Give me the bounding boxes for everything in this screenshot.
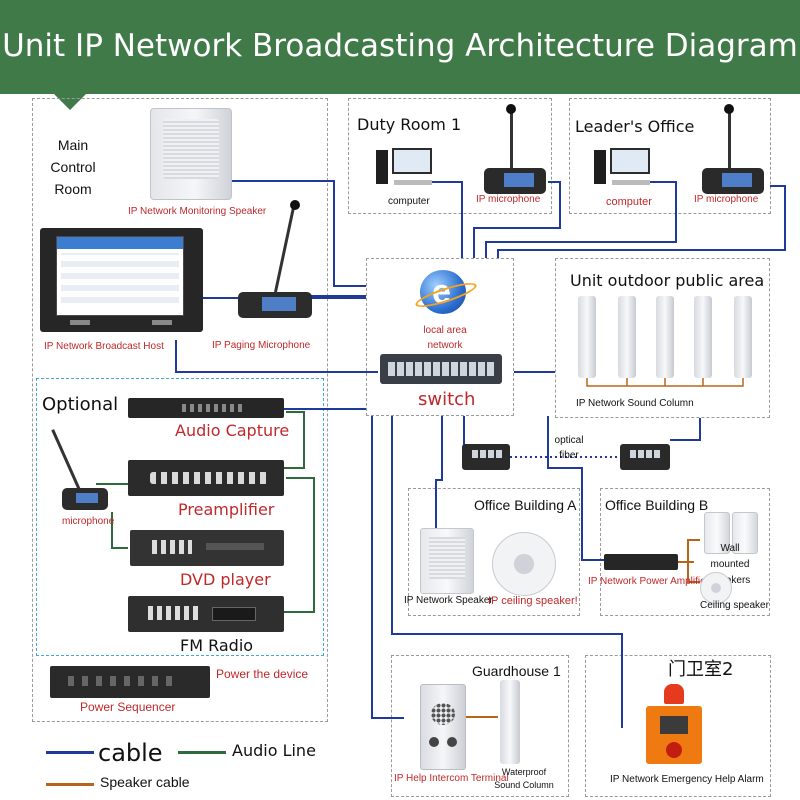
internet-globe-icon: e <box>413 268 479 316</box>
area-label-optional: Optional <box>42 394 119 415</box>
audio-line-capture <box>284 411 305 469</box>
legend-audio-line-swatch <box>178 751 226 754</box>
cable-host-switch <box>175 340 378 373</box>
cable-leader-computer <box>485 181 677 258</box>
microphone-icon <box>51 424 110 512</box>
sound-column-2 <box>618 296 636 378</box>
duty-computer-label: computer <box>388 196 430 207</box>
area-label-outdoor: Unit outdoor public area <box>570 271 765 290</box>
leader-computer-label: computer <box>606 196 652 208</box>
wall-speaker-2-icon <box>732 512 758 554</box>
cable-fiber-right <box>670 418 701 441</box>
cable-guardhouse2 <box>391 416 623 728</box>
ceiling-speaker-b-icon <box>700 572 732 604</box>
cable-monitor-speaker <box>230 180 366 287</box>
area-label-guardhouse2: 门卫室2 <box>668 659 734 680</box>
emergency-alarm-label: IP Network Emergency Help Alarm <box>610 774 764 785</box>
network-switch-icon <box>380 354 502 384</box>
optical-fiber-label: optical fiber <box>554 435 584 461</box>
legend-cable-label: cable <box>98 739 163 767</box>
leader-computer-icon <box>594 148 654 188</box>
dvd-player-label: DVD player <box>180 570 271 589</box>
page-title: Unit IP Network Broadcasting Architectur… <box>2 28 798 64</box>
cable-leader-ipmic <box>497 185 786 258</box>
area-office-a <box>408 488 580 616</box>
duty-ipmic-icon <box>484 104 548 194</box>
broadcast-host-icon <box>40 228 203 332</box>
sound-column-label: IP Network Sound Column <box>576 398 694 409</box>
wall-speaker-1-icon <box>704 512 730 554</box>
cable-duty-ipmic <box>473 181 561 258</box>
legend-speaker-cable-label: Speaker cable <box>100 774 190 790</box>
power-device-label: Power the device <box>216 667 309 681</box>
area-guardhouse2 <box>585 655 771 797</box>
sound-column-3 <box>656 296 674 378</box>
power-sequencer-icon <box>50 666 210 698</box>
switch-label: switch <box>418 389 476 410</box>
lan-label: local area network <box>423 325 467 351</box>
sound-column-1 <box>578 296 596 378</box>
ip-speaker-icon <box>420 528 474 594</box>
area-label-main-control: Main Control Room <box>50 137 96 197</box>
area-network-core <box>366 258 514 416</box>
duty-ipmic-label: IP microphone <box>476 194 541 205</box>
area-leaders-office <box>569 98 771 214</box>
dvd-player-icon <box>130 530 284 566</box>
area-label-guardhouse1: Guardhouse 1 <box>472 663 561 679</box>
fm-radio-icon <box>128 596 284 632</box>
power-amp-label: IP Network Power Amplifier <box>588 576 709 587</box>
monitor-speaker-label: IP Network Monitoring Speaker <box>128 206 267 217</box>
audio-line-preamp <box>284 477 315 613</box>
fiber-transceiver-left-icon <box>462 444 510 470</box>
audio-capture-label: Audio Capture <box>175 421 290 440</box>
power-amplifier-icon <box>604 554 678 570</box>
broadcast-host-label: IP Network Broadcast Host <box>44 341 164 352</box>
ceiling-speaker-b-label: Ceiling speaker <box>700 600 769 611</box>
leader-ipmic-label: IP microphone <box>694 194 759 205</box>
fiber-transceiver-right-icon <box>620 444 670 470</box>
paging-microphone-icon <box>234 196 316 322</box>
audio-line-dvd <box>111 512 128 549</box>
monitoring-speaker-icon <box>150 108 232 200</box>
intercom-label: IP Help Intercom Terminal <box>394 773 509 784</box>
legend-audio-line-label: Audio Line <box>232 741 316 760</box>
audio-capture-icon <box>128 398 284 418</box>
sound-column-4 <box>694 296 712 378</box>
area-outdoor <box>555 258 770 418</box>
ceiling-speaker-a-label: IP ceiling speaker! <box>488 595 578 607</box>
area-label-office-b: Office Building B <box>605 497 709 513</box>
cable-duty-computer <box>424 181 463 258</box>
area-label-office-a: Office Building A <box>474 497 577 513</box>
waterproof-label: Waterproof Sound Column <box>494 767 554 790</box>
leader-ipmic-icon <box>702 104 766 194</box>
cable-guardhouse1 <box>371 416 404 719</box>
legend-cable-swatch <box>46 751 94 754</box>
duty-computer-icon <box>376 148 436 188</box>
legend-speaker-cable-swatch <box>46 783 94 786</box>
ceiling-speaker-a-icon <box>492 532 556 596</box>
area-guardhouse1 <box>391 655 569 797</box>
preamplifier-label: Preamplifier <box>178 500 275 519</box>
title-banner: Unit IP Network Broadcasting Architectur… <box>0 0 800 94</box>
paging-mic-label: IP Paging Microphone <box>212 340 311 351</box>
area-optional <box>36 378 324 656</box>
ip-speaker-label: IP Network Speaker <box>404 595 493 606</box>
cable-office-b <box>547 416 604 561</box>
area-duty-room <box>348 98 552 214</box>
fm-radio-label: FM Radio <box>180 636 254 655</box>
cable-office-a <box>435 416 443 528</box>
sound-column-5 <box>734 296 752 378</box>
microphone-label: microphone <box>62 516 115 527</box>
waterproof-column-icon <box>500 680 520 764</box>
speaker-cable-amp <box>678 539 700 583</box>
emergency-alarm-icon <box>646 684 702 766</box>
preamplifier-icon <box>128 460 284 496</box>
power-sequencer-label: Power Sequencer <box>80 700 176 714</box>
area-label-leaders-office: Leader's Office <box>575 117 695 136</box>
area-label-duty-room: Duty Room 1 <box>357 115 462 134</box>
area-office-b <box>600 488 770 616</box>
intercom-terminal-icon <box>420 684 466 770</box>
